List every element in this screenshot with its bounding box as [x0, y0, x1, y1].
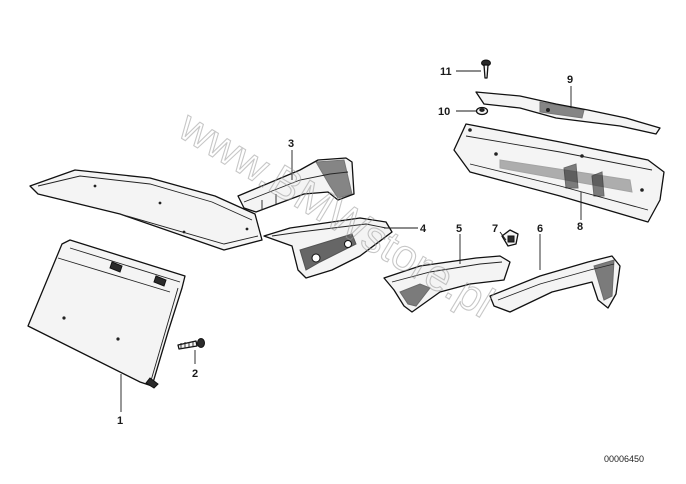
bracket-6: [489, 255, 621, 313]
brace-9: [475, 91, 661, 135]
leader-lines: [120, 70, 582, 412]
cross-member-8: [453, 123, 665, 223]
nut-10: [475, 106, 489, 116]
bracket-4: [263, 217, 393, 279]
callout-4: 4: [420, 223, 427, 235]
bolt-11: [481, 59, 491, 79]
bracket-3: [237, 157, 355, 213]
callout-10: 10: [438, 106, 450, 118]
rear-panel: [27, 239, 186, 389]
callout-7: 7: [492, 223, 498, 235]
parcel-shelf: [29, 169, 263, 251]
callouts: 1 2 3 4 5 6 7 8 9 10 11: [117, 66, 583, 427]
callout-6: 6: [537, 223, 543, 235]
callout-11: 11: [440, 66, 452, 78]
screw-2: [177, 338, 205, 350]
leader-7: [499, 231, 507, 241]
callout-9: 9: [567, 74, 573, 86]
callout-2: 2: [192, 368, 198, 380]
doc-number: 00006450: [604, 454, 644, 464]
bracket-5: [383, 255, 511, 313]
callout-5: 5: [456, 223, 462, 235]
callout-1: 1: [117, 415, 123, 427]
callout-3: 3: [288, 138, 294, 150]
clip-7: [501, 229, 519, 247]
callout-8: 8: [577, 221, 583, 233]
